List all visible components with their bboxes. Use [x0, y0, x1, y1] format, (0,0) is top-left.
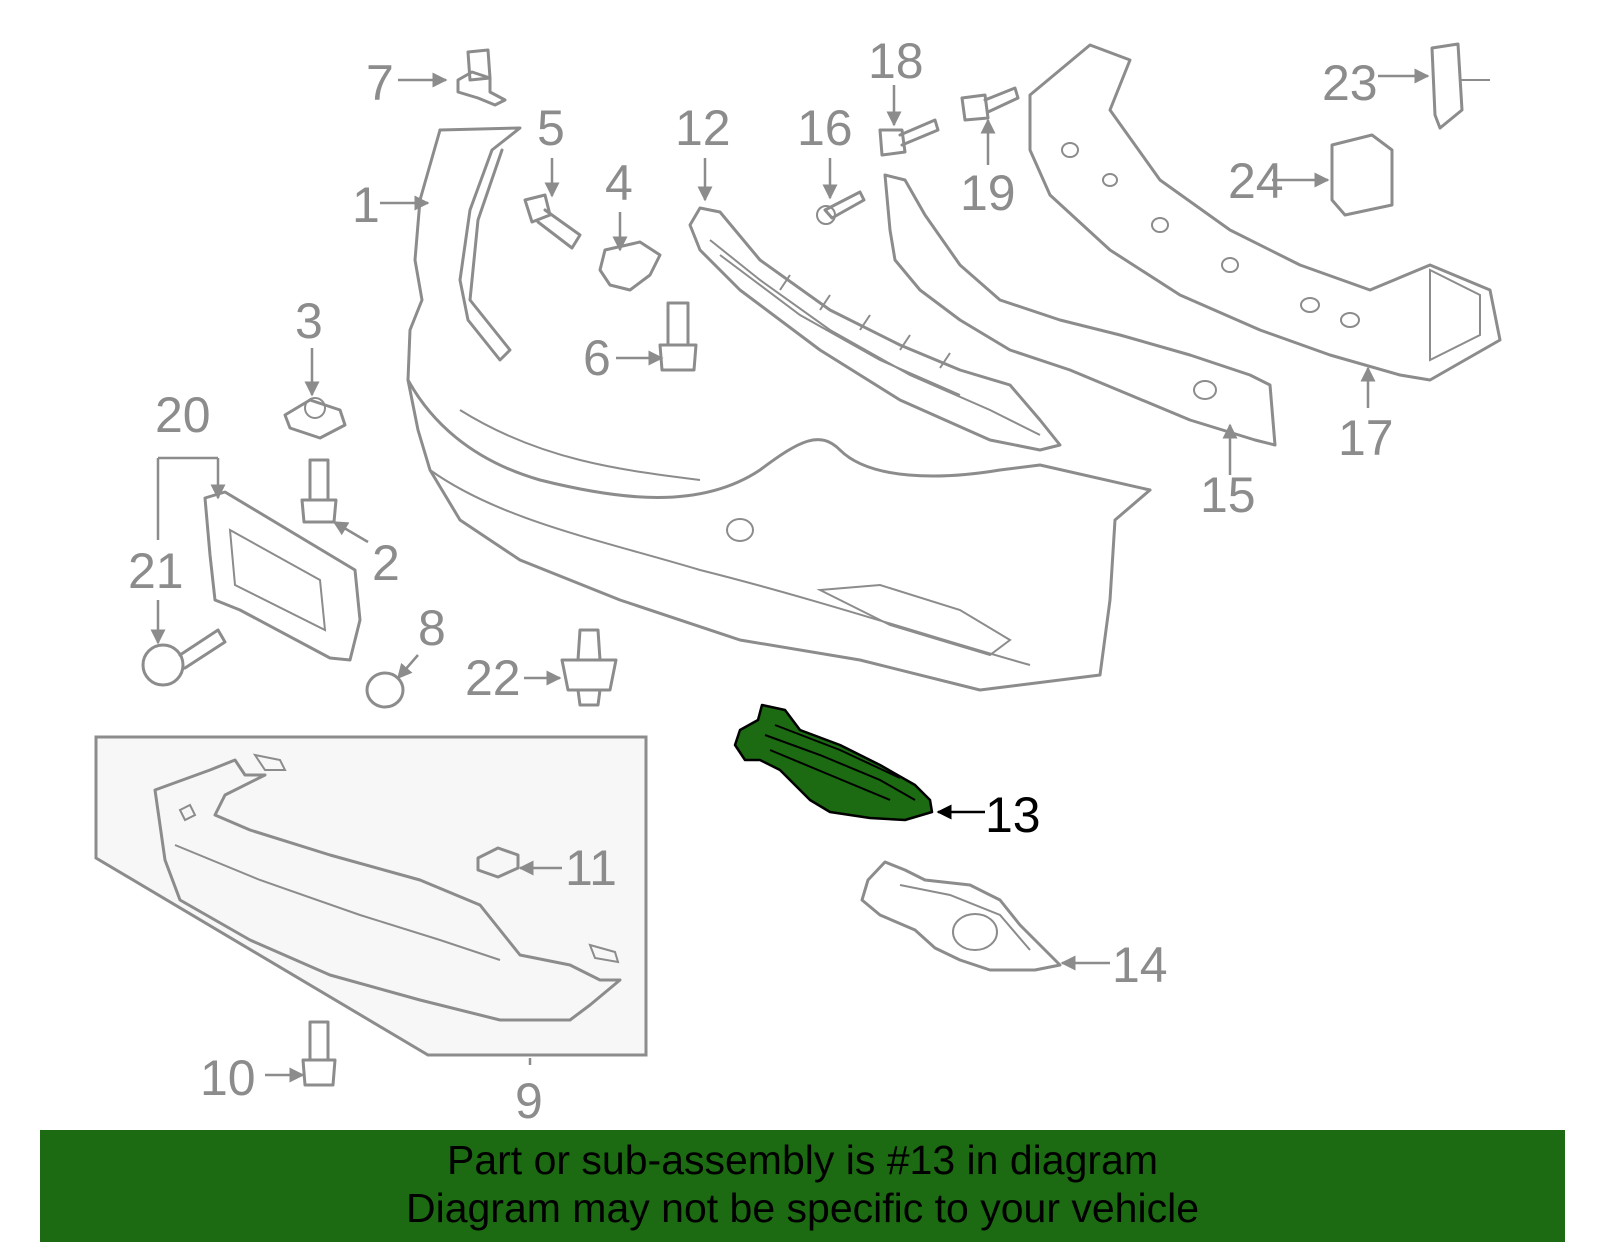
- callout-17: 17: [1338, 410, 1394, 466]
- part-10-bolt[interactable]: [301, 1020, 337, 1087]
- callout-18: 18: [868, 33, 924, 89]
- part-16-screw[interactable]: [816, 190, 866, 225]
- callout-10: 10: [200, 1050, 256, 1106]
- part-18-bolt[interactable]: [878, 118, 940, 157]
- part-13-fog-lamp-cover-highlighted[interactable]: [733, 703, 934, 822]
- part-3-nut[interactable]: [283, 397, 347, 440]
- part-22-clip[interactable]: [560, 628, 618, 707]
- callout-12: 12: [675, 100, 731, 156]
- part-1-bumper-cover[interactable]: [406, 126, 1152, 692]
- callout-15: 15: [1200, 467, 1256, 523]
- part-8-plug[interactable]: [365, 671, 405, 709]
- part-17-bumper-reinforcement[interactable]: [1028, 43, 1502, 382]
- part-4-bracket[interactable]: [598, 240, 662, 292]
- part-2-bolt[interactable]: [300, 458, 338, 524]
- leader-lines: [150, 68, 1430, 1083]
- part-20-license-bracket[interactable]: [203, 490, 362, 662]
- part-11-clip-nut[interactable]: [476, 846, 520, 879]
- part-24-module[interactable]: [1330, 133, 1394, 217]
- callout-6: 6: [583, 330, 611, 386]
- callout-5: 5: [537, 100, 565, 156]
- part-19-bolt[interactable]: [960, 86, 1020, 122]
- callout-1: 1: [352, 177, 380, 233]
- banner-line-2: Diagram may not be specific to your vehi…: [405, 1185, 1199, 1231]
- part-15-energy-absorber[interactable]: [883, 173, 1277, 447]
- callout-9: 9: [515, 1073, 543, 1129]
- callout-11: 11: [565, 840, 617, 896]
- callout-14: 14: [1112, 937, 1168, 993]
- callout-13: 13: [985, 787, 1041, 843]
- part-14-fog-lamp[interactable]: [860, 860, 1062, 972]
- callout-labels: 1 2 3 4 5 6 7 8 9 10 11 12 13 14 15 16 1…: [128, 33, 1394, 1129]
- part-9-undercover-box[interactable]: [94, 735, 648, 1057]
- part-23-sensor[interactable]: [1430, 42, 1490, 130]
- callout-22: 22: [465, 650, 521, 706]
- info-banner: Part or sub-assembly is #13 in diagram D…: [40, 1130, 1565, 1242]
- callout-3: 3: [295, 293, 323, 349]
- part-6-bolt[interactable]: [658, 301, 698, 372]
- part-5-bolt[interactable]: [523, 193, 582, 250]
- callout-21: 21: [128, 543, 184, 599]
- callout-7: 7: [366, 55, 394, 111]
- callout-2: 2: [372, 535, 400, 591]
- part-12-lower-grille[interactable]: [688, 206, 1062, 452]
- part-21-screw[interactable]: [141, 628, 227, 687]
- callout-23: 23: [1322, 55, 1378, 111]
- part-7-clip[interactable]: [456, 48, 507, 107]
- callout-19: 19: [960, 165, 1016, 221]
- callout-4: 4: [605, 155, 633, 211]
- callout-16: 16: [797, 100, 853, 156]
- banner-line-1: Part or sub-assembly is #13 in diagram: [447, 1137, 1158, 1183]
- callout-20: 20: [155, 387, 211, 443]
- callout-24: 24: [1228, 153, 1284, 209]
- callout-8: 8: [418, 600, 446, 656]
